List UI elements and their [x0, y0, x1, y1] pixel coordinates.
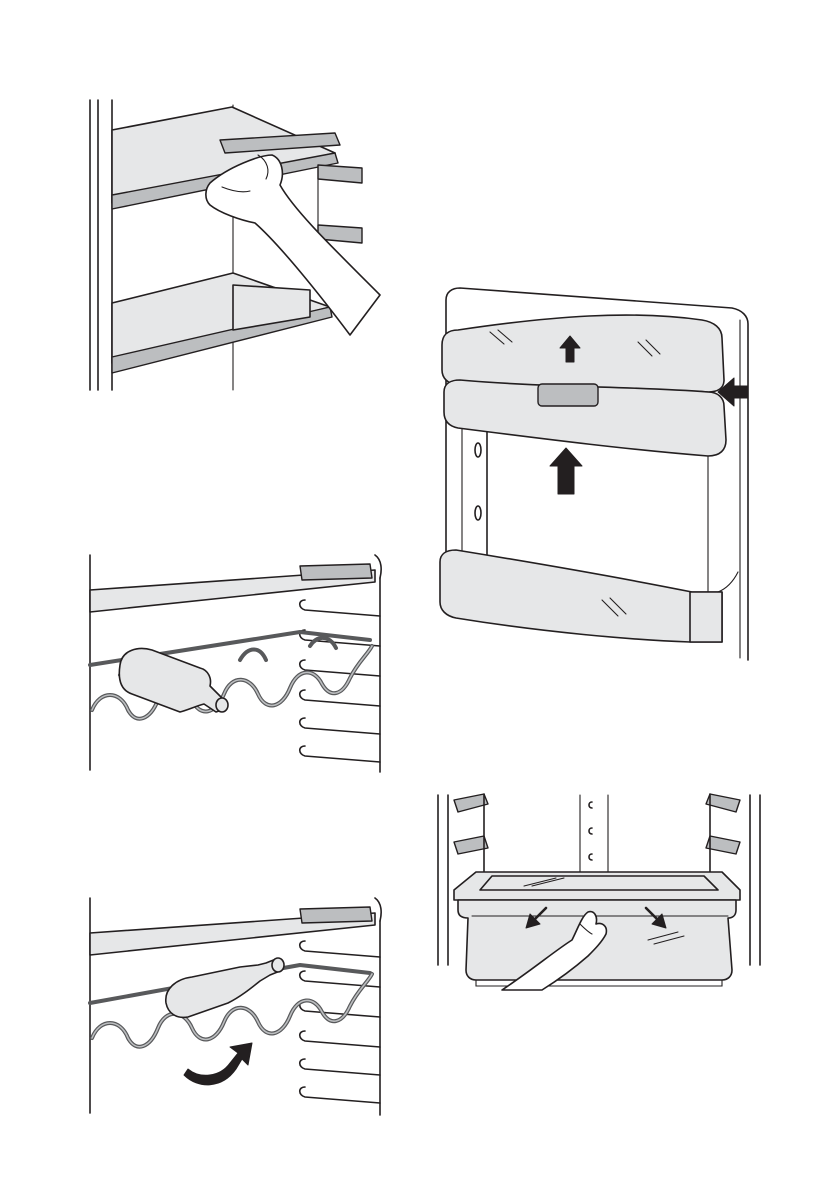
- up-arrow-icon: [550, 448, 582, 494]
- wine-bottle-icon: [166, 958, 284, 1017]
- wine-bottle-icon: [119, 649, 228, 712]
- curved-arrow-icon: [184, 1043, 252, 1085]
- wine-rack-bottle-illustration: [80, 550, 390, 775]
- crisper-drawer-illustration: [432, 790, 772, 990]
- back-rail: [580, 795, 608, 880]
- door-balcony-illustration: [432, 280, 772, 665]
- wine-rack-tilt-illustration: [80, 893, 390, 1118]
- shelf-support-rails: [318, 165, 362, 245]
- shelf-removal-illustration: [80, 95, 390, 395]
- bottom-door-balcony: [440, 550, 738, 642]
- door-side-rail: [462, 420, 487, 555]
- lower-glass-shelf: [112, 273, 332, 373]
- upper-door-balcony: [442, 315, 724, 392]
- crisper-glass-cover: [454, 872, 740, 900]
